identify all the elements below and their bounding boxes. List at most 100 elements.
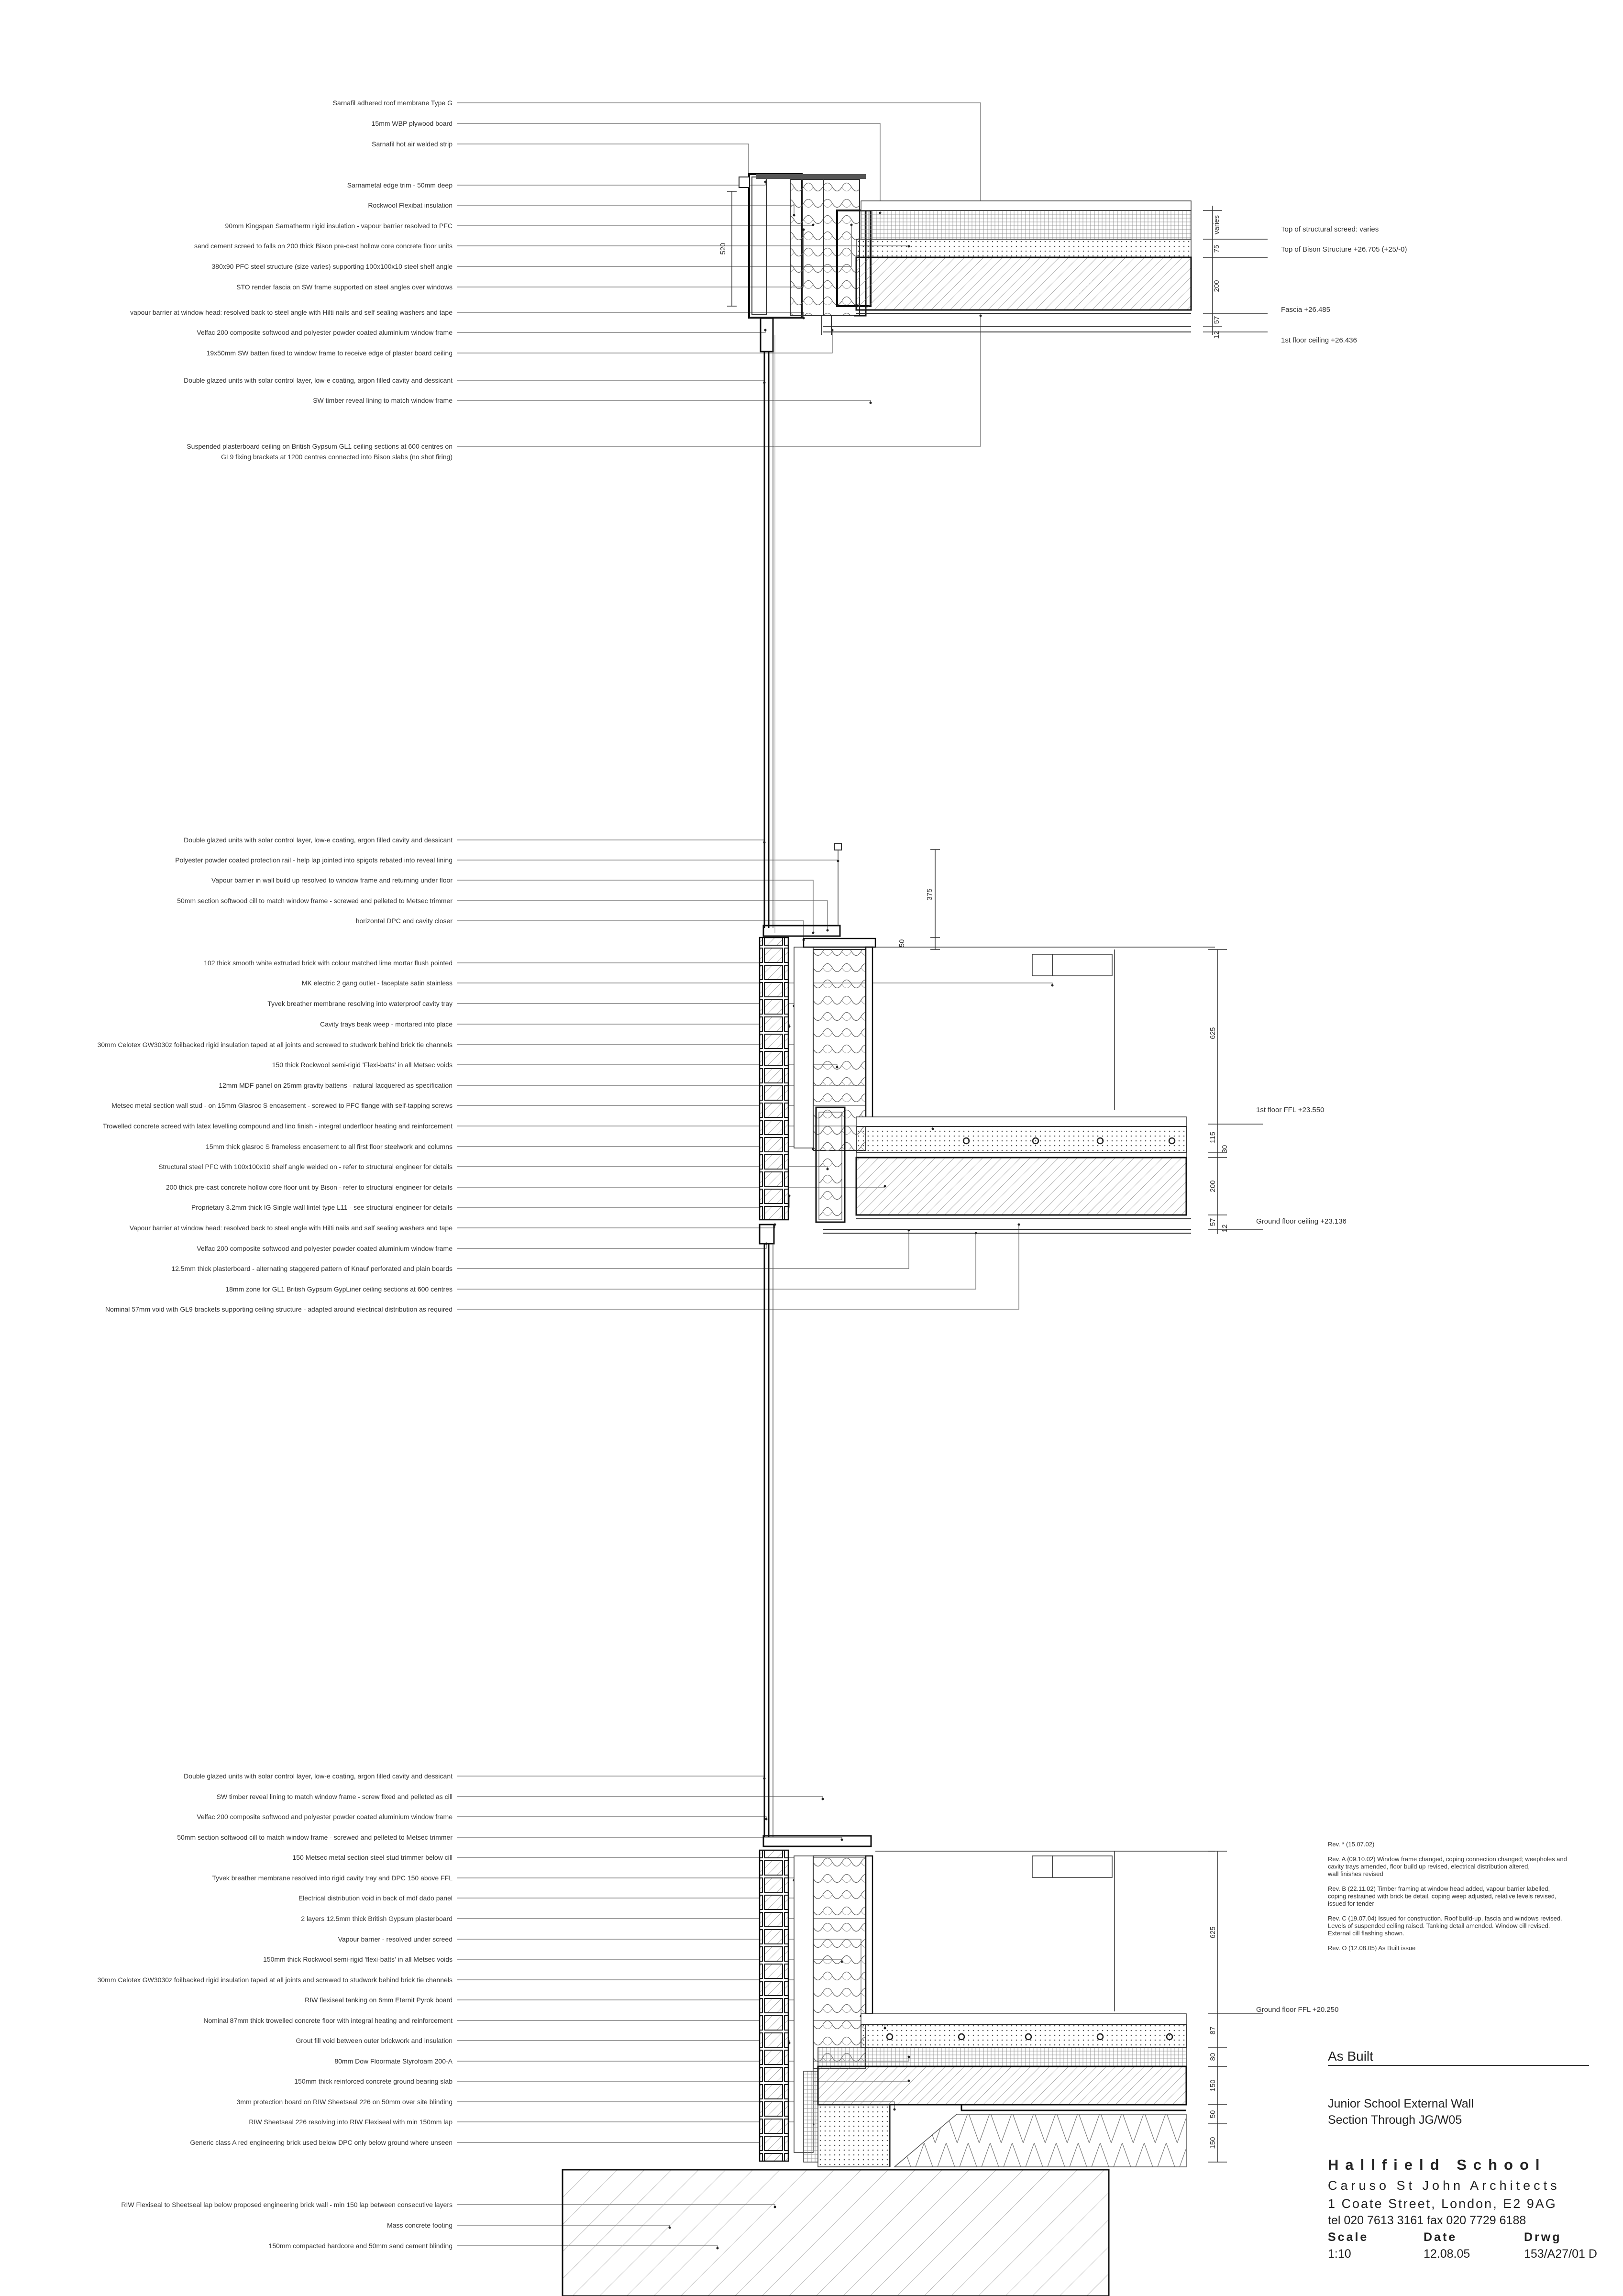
architect-address: 1 Coate Street, London, E2 9AG [1328,2197,1557,2211]
leader-labels_mid-22 [457,1225,1019,1310]
dimension-texts: varies 75 200 57 12 520 375 50 625 115 3… [719,215,1229,2149]
label-labels_top-15: GL9 fixing brackets at 1200 centres conn… [221,453,453,461]
leader-labels_top-13 [457,400,871,403]
leader-labels_top-4 [457,205,795,215]
leader-labels_mid-18 [457,1225,775,1228]
leader-labels_mid-8 [457,1024,790,1027]
leader-dot-labels_bottom-3 [840,1838,843,1841]
label-labels_bottom-6: Electrical distribution void in back of … [298,1894,453,1902]
dim-bottom-80: 80 [1209,2053,1217,2061]
title-block: As Built Junior School External Wall Sec… [1328,2049,1597,2261]
label-labels_top-4: Rockwool Flexibat insulation [368,201,453,209]
label-labels_mid-19: Velfac 200 composite softwood and polyes… [197,1245,453,1252]
leader-labels_bottom-10 [457,1979,802,1982]
leader-labels_mid-19 [457,1244,767,1249]
roof-screed [856,239,1192,258]
leader-labels_mid-0 [457,839,765,842]
roof-rigid-insulation [861,210,1192,240]
label-labels_mid-1: Polyester powder coated protection rail … [175,856,453,864]
label-labels_top-14: Suspended plasterboard ceiling on Britis… [187,442,453,450]
dimension-lines [727,191,1268,2163]
dim-top-200: 200 [1213,280,1221,292]
dim-top-57: 57 [1213,316,1221,324]
label-labels_mid-17: Proprietary 3.2mm thick IG Single wall l… [191,1203,453,1211]
label-labels_bottom-9: 150mm thick Rockwool semi-rigid 'flexi-b… [263,1955,453,1963]
ground-bearing-slab [817,2065,1187,2106]
label-labels_mid-12: Metsec metal section wall stud - on 15mm… [111,1102,453,1109]
label-labels_top-6: sand cement screed to falls on 200 thick… [194,242,453,250]
revision-notes: Rev. * (15.07.02) Rev. A (09.10.02) Windo… [1327,1841,1567,1952]
underfloor-heating-pipes-1 [962,1137,1176,1145]
lower-window [759,1224,872,1847]
level-structural-screed: Top of structural screed: varies [1281,225,1379,233]
label-labels_bottom-11: RIW flexiseal tanking on 6mm Eternit Pyr… [305,1996,453,2004]
revision-line: cavity trays amended, floor build up rev… [1328,1863,1530,1870]
label-labels_mid-22: Nominal 57mm void with GL9 brackets supp… [105,1305,453,1313]
label-labels_top-7: 380x90 PFC steel structure (size varies)… [212,263,453,270]
label-labels_bottom-8: Vapour barrier - resolved under screed [338,1935,453,1943]
first-floor-screed [856,1126,1187,1153]
leader-labels_mid-9 [457,1044,797,1047]
revision-line: Rev. O (12.08.05) As Built issue [1328,1944,1415,1952]
label-labels_footing-2: 150mm compacted hardcore and 50mm sand c… [269,2242,453,2250]
dim-mid-375: 375 [926,888,934,900]
leader-labels_bottom-18 [457,2142,771,2148]
drawing-title-line2: Section Through JG/W05 [1328,2113,1462,2127]
leader-labels_bottom-13 [457,2040,790,2043]
level-first-floor-ffl: 1st floor FFL +23.550 [1256,1106,1324,1114]
label-labels_footing-1: Mass concrete footing [387,2221,453,2229]
label-labels_bottom-13: Grout fill void between outer brickwork … [296,2037,453,2044]
brick-outer-leaf-1 [759,937,789,1221]
leader-dot-labels_bottom-2 [765,1818,768,1821]
first-floor-wall [759,937,1215,1234]
leader-labels_mid-4 [457,920,804,940]
project-name: Hallfield School [1328,2156,1546,2173]
leader-dot-labels_bottom-16 [893,2108,896,2111]
label-labels_bottom-12: Nominal 87mm thick trowelled concrete fl… [203,2017,453,2024]
window-head-frame [760,317,774,353]
leader-dot-labels_mid-22 [1017,1223,1020,1226]
label-labels_bottom-2: Velfac 200 composite softwood and polyes… [197,1813,453,1821]
leader-labels_bottom-3 [457,1837,842,1840]
architect-name: Caruso St John Architects [1328,2178,1560,2193]
dim-bottom-150b: 150 [1209,2137,1217,2149]
leader-labels_top-0 [457,102,981,203]
label-labels_mid-16: 200 thick pre-cast concrete hollow core … [166,1183,453,1191]
label-labels_mid-20: 12.5mm thick plasterboard - alternating … [171,1265,453,1272]
label-labels_top-11: 19x50mm SW batten fixed to window frame … [207,349,453,357]
level-bison-structure: Top of Bison Structure +26.705 (+25/-0) [1281,245,1407,254]
drawing-number-label: Drwg [1524,2230,1562,2244]
dim-mid-30: 30 [1221,1145,1229,1153]
dim-mid-57: 57 [1209,1218,1217,1226]
dim-bottom-150a: 150 [1209,2079,1217,2091]
leader-labels_bottom-2 [457,1816,767,1819]
revision-line: issued for tender [1328,1900,1375,1907]
label-labels_mid-21: 18mm zone for GL1 British Gypsum GypLine… [225,1285,453,1293]
revision-line: Levels of suspended ceiling raised. Tank… [1328,1922,1550,1930]
label-labels_bottom-5: Tyvek breather membrane resolved into ri… [212,1874,453,1882]
dim-bottom-625: 625 [1209,1926,1217,1938]
level-annotations: Top of structural screed: varies Top of … [1256,225,1407,2014]
label-labels_bottom-17: RIW Sheetseal 226 resolving into RIW Fle… [249,2118,453,2126]
level-first-floor-ceiling: 1st floor ceiling +26.436 [1281,336,1357,344]
label-labels_top-8: STO render fascia on SW frame supported … [236,283,453,291]
lower-window-cill [762,1835,872,1847]
label-labels_mid-14: 15mm thick glasroc S frameless encasemen… [206,1143,453,1150]
leader-dot-labels_top-13 [869,401,872,404]
coping-trim [756,174,866,179]
level-fascia: Fascia +26.485 [1281,306,1330,314]
revision-line: coping restrained with brick tie detail,… [1328,1893,1557,1900]
leader-labels_top-11 [457,330,833,353]
label-labels_mid-9: 30mm Celotex GW3030z foilbacked rigid in… [98,1041,453,1049]
leader-labels_bottom-0 [457,1776,765,1778]
revision-line: Rev. * (15.07.02) [1328,1841,1374,1848]
drawing-number-value: 153/A27/01 D [1524,2247,1597,2261]
drawing-status: As Built [1328,2049,1373,2064]
revision-line: Rev. A (09.10.02) Window frame changed, … [1328,1855,1567,1863]
architect-contact: tel 020 7613 3161 fax 020 7729 6188 [1328,2214,1526,2227]
leader-dot-labels_mid-3 [826,929,829,932]
leader-labels_top-10 [457,330,766,333]
leader-labels_mid-3 [457,900,828,930]
date-label: Date [1424,2230,1457,2244]
